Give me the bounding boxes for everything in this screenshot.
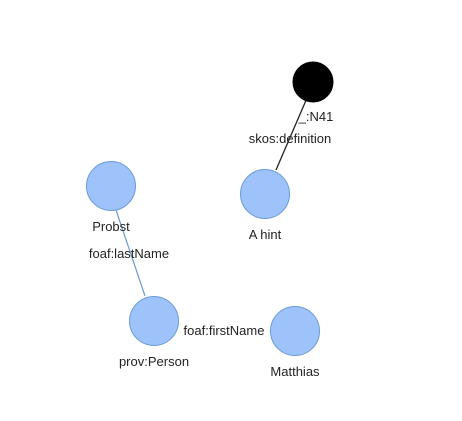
- edges-layer: [115, 97, 308, 297]
- node-label-matthias: Matthias: [270, 364, 320, 379]
- edge-line-skos-definition[interactable]: [275, 97, 308, 171]
- edge-label-foaf-lastname: foaf:lastName: [89, 246, 169, 261]
- nodes-layer: [86, 61, 334, 356]
- edge-labels-layer: skos:definition foaf:lastName foaf:first…: [89, 131, 331, 338]
- node-label-n41: _:N41: [298, 109, 334, 124]
- literal-node-prov-person[interactable]: [129, 296, 179, 346]
- edge-line-foaf-lastname[interactable]: [115, 209, 146, 297]
- literal-node-matthias[interactable]: [270, 306, 320, 356]
- node-labels-layer: _:N41 A hint Probst prov:Person Matthias: [92, 109, 333, 379]
- node-label-a-hint: A hint: [249, 227, 282, 242]
- node-label-probst: Probst: [92, 219, 130, 234]
- edge-label-foaf-firstname: foaf:firstName: [184, 323, 265, 338]
- literal-node-a-hint[interactable]: [240, 169, 290, 219]
- blank-node-n41[interactable]: [292, 61, 334, 103]
- literal-node-probst[interactable]: [86, 161, 136, 211]
- node-label-prov-person: prov:Person: [119, 354, 189, 369]
- edge-label-skos-definition: skos:definition: [249, 131, 331, 146]
